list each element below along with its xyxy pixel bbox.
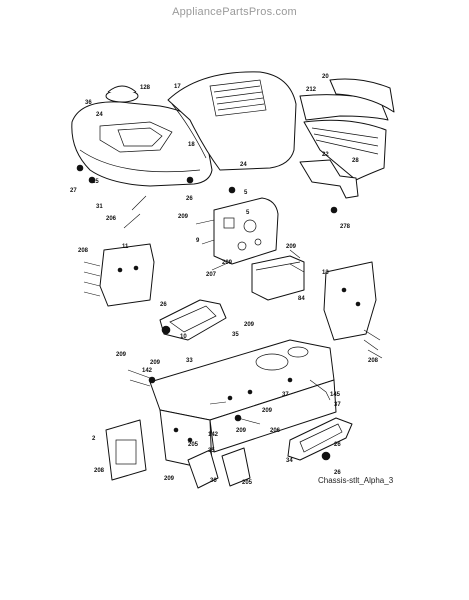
callout-labels: 128 36 24 25 27 17 18 24 5 26 212 20 28 …: [70, 74, 379, 486]
grille-panel: [299, 78, 395, 181]
lower-brackets: [187, 447, 251, 489]
callout-2: 2: [92, 436, 96, 442]
front-bracket: [105, 419, 147, 481]
callout-24-right: 24: [240, 162, 247, 168]
callout-35-low: 35: [208, 448, 215, 454]
callout-20: 20: [322, 74, 329, 80]
callout-208: 208: [78, 248, 89, 254]
callout-206-low: 206: [270, 428, 281, 434]
callout-206: 206: [106, 216, 117, 222]
callout-209-left: 209: [222, 260, 233, 266]
callout-128: 128: [140, 85, 151, 91]
callout-11: 11: [122, 244, 129, 250]
seat-pan: [71, 101, 213, 187]
callout-142-low: 142: [208, 432, 219, 438]
callout-205: 205: [188, 442, 199, 448]
right-side-plate: [323, 261, 377, 341]
diagram-caption: Chassis-stlt_Alpha_3: [318, 476, 394, 485]
watermark: AppliancePartsPros.com: [172, 6, 297, 18]
callout-142: 142: [142, 368, 153, 374]
callout-26-seat: 26: [160, 302, 167, 308]
callout-33: 33: [186, 358, 193, 364]
hood-bracket: [299, 159, 359, 199]
callout-10: 10: [180, 334, 187, 340]
callout-208-right: 208: [368, 358, 379, 364]
callout-18: 18: [188, 142, 195, 148]
hardware-bolts: [76, 164, 383, 461]
callout-34: 34: [286, 458, 293, 464]
callout-9: 9: [196, 238, 200, 244]
callout-209-dash: 209: [178, 214, 189, 220]
callout-28: 28: [352, 158, 359, 164]
left-footrest: [159, 299, 227, 341]
callout-26: 26: [186, 196, 193, 202]
dash-panel: [213, 197, 279, 265]
callout-209-mid: 209: [262, 408, 273, 414]
callout-212: 212: [306, 87, 317, 93]
callout-17: 17: [174, 84, 181, 90]
callout-5-lower: 5: [246, 210, 250, 216]
callout-278: 278: [340, 224, 351, 230]
hood: [167, 71, 297, 171]
callout-209-frame: 209: [116, 352, 127, 358]
callout-209-axle: 209: [236, 428, 247, 434]
callout-205-bottom: 205: [242, 480, 253, 486]
callout-35: 35: [232, 332, 239, 338]
callout-36-bottom: 36: [210, 478, 217, 484]
callout-13: 13: [322, 270, 329, 276]
callout-31: 31: [96, 204, 103, 210]
left-side-plate: [99, 243, 155, 307]
callout-209-footrest: 209: [244, 322, 255, 328]
callout-36: 36: [85, 100, 92, 106]
callout-207: 207: [206, 272, 217, 278]
callout-209-front: 209: [150, 360, 161, 366]
seat-cap: [105, 85, 139, 103]
callout-5: 5: [244, 190, 248, 196]
callout-27: 27: [70, 188, 77, 194]
battery-box: [251, 255, 305, 301]
callout-37: 37: [334, 402, 341, 408]
callout-25: 25: [92, 179, 99, 185]
callout-209-battery: 209: [286, 244, 297, 250]
callout-37-left: 37: [282, 392, 289, 398]
right-footrest: [287, 417, 353, 461]
callout-26-bottom: 26: [334, 470, 341, 476]
callout-24: 24: [96, 112, 103, 118]
callout-84: 84: [298, 296, 305, 302]
callout-145: 145: [330, 392, 341, 398]
callout-209-bottom: 209: [164, 476, 175, 482]
callout-26-right: 26: [334, 442, 341, 448]
callout-208-bottom: 208: [94, 468, 105, 474]
callout-22: 22: [322, 152, 329, 158]
